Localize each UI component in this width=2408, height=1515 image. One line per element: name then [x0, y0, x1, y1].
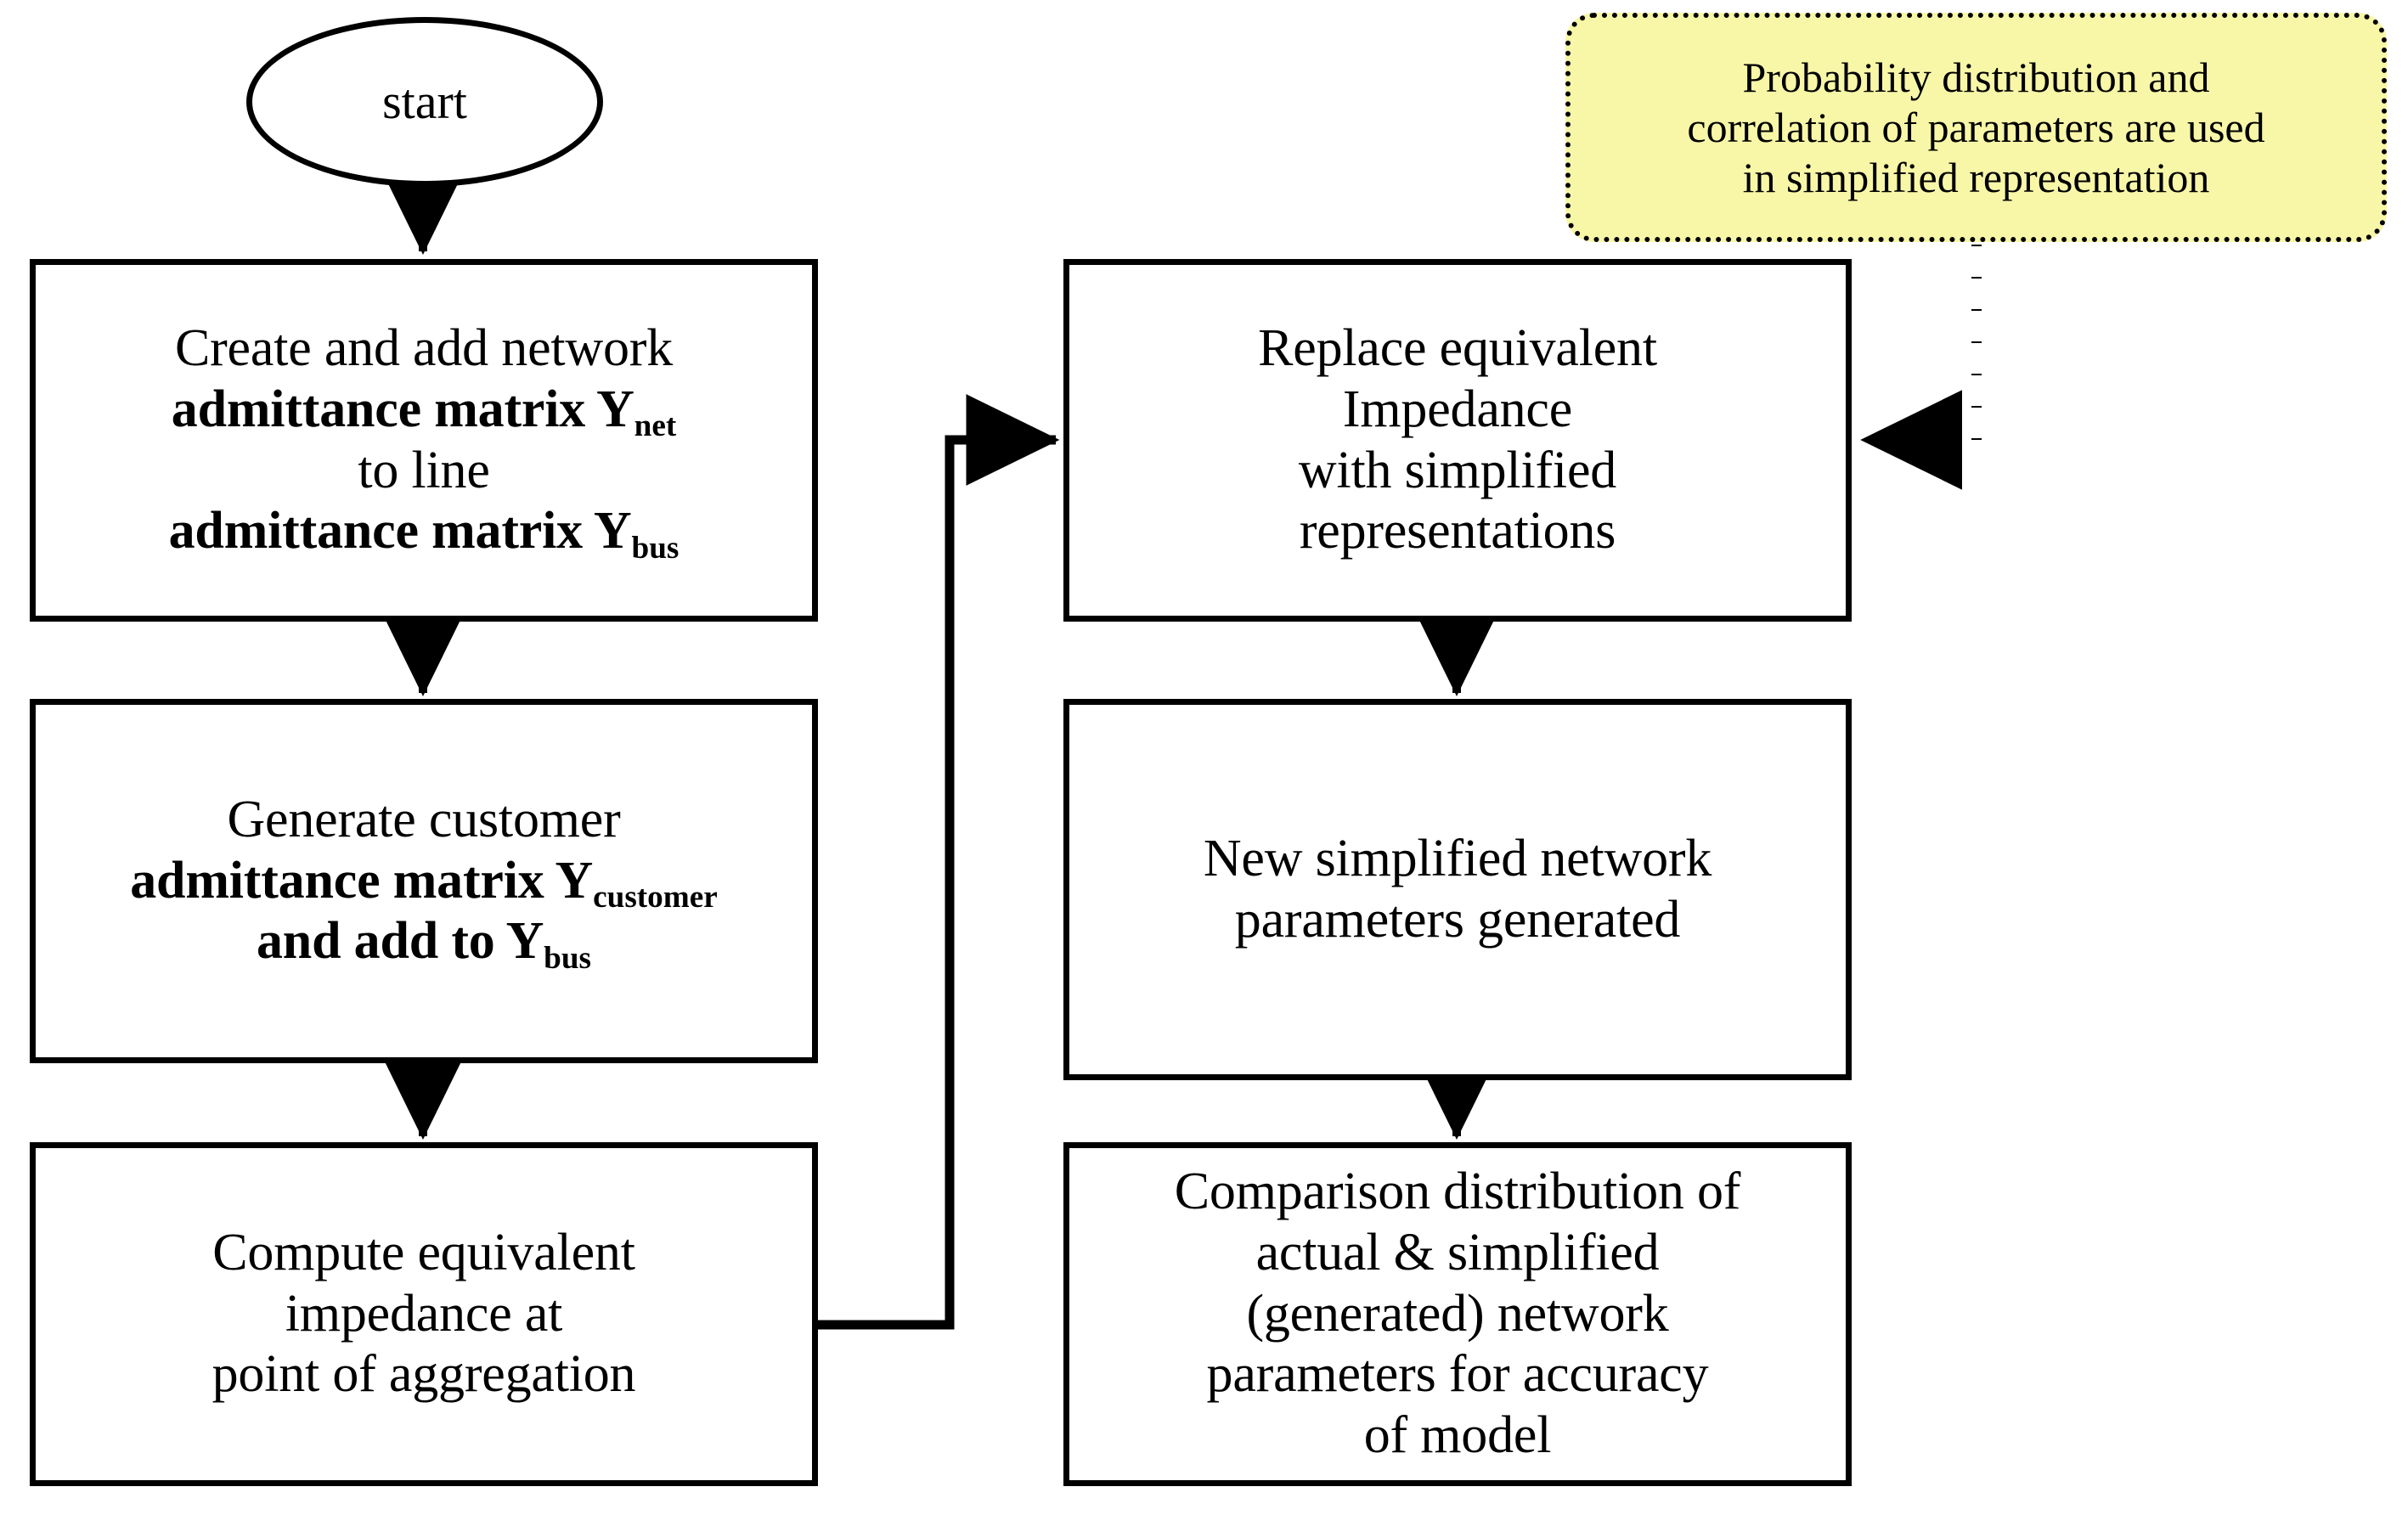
node-generate-customer-admittance[interactable]: Generate customer admittance matrix Ycus… — [30, 699, 818, 1063]
edge-compute-to-replace — [818, 394, 1060, 1330]
text-line: Probability distribution and — [1742, 53, 2210, 101]
text-line: admittance matrix Ycustomer — [51, 851, 797, 915]
text-line: Generate customer — [227, 790, 621, 848]
text-run: admittance matrix Y — [171, 380, 634, 438]
node-compute-equivalent-impedance[interactable]: Compute equivalent impedance at point of… — [30, 1142, 818, 1486]
node-comparison-distribution[interactable]: Comparison distribution of actual & simp… — [1063, 1142, 1852, 1486]
text-line: New simplified network — [1203, 829, 1712, 887]
text-line: actual & simplified — [1255, 1223, 1660, 1281]
text-line: to line — [358, 441, 490, 499]
node-start[interactable]: start — [246, 17, 603, 187]
text-line: Replace equivalent — [1258, 318, 1657, 377]
node-replace-equivalent-impedance[interactable]: Replace equivalent Impedance with simpli… — [1063, 259, 1852, 622]
node-generate-customer-admittance-label: Generate customer admittance matrix Ycus… — [36, 790, 812, 976]
node-create-add-network-admittance[interactable]: Create and add network admittance matrix… — [30, 259, 818, 622]
text-run: admittance matrix Y — [168, 502, 632, 560]
text-line: representations — [1299, 502, 1616, 560]
text-line: Impedance — [1342, 380, 1573, 438]
text-line: admittance matrix Ybus — [51, 501, 797, 565]
text-line: parameters generated — [1234, 890, 1681, 949]
subscript: customer — [593, 879, 718, 915]
subscript: bus — [544, 940, 591, 976]
node-compute-equivalent-impedance-label: Compute equivalent impedance at point of… — [36, 1223, 812, 1406]
node-start-label: start — [382, 74, 467, 130]
text-line: in simplified representation — [1742, 153, 2210, 201]
text-line: Comparison distribution of — [1174, 1162, 1741, 1220]
text-line: and add to Ybus — [51, 911, 797, 975]
text-line: correlation of parameters are used — [1687, 103, 2265, 151]
node-comparison-distribution-label: Comparison distribution of actual & simp… — [1069, 1162, 1846, 1467]
text-line: parameters for accuracy — [1206, 1345, 1709, 1404]
node-create-add-network-admittance-label: Create and add network admittance matrix… — [36, 318, 812, 566]
subscript: net — [634, 408, 677, 443]
text-run: and add to Y — [257, 912, 544, 971]
text-line: admittance matrix Ynet — [51, 380, 797, 443]
note-probability-distribution[interactable]: Probability distribution and correlation… — [1565, 13, 2387, 242]
text-line: of model — [1363, 1406, 1552, 1465]
node-new-simplified-network-parameters-label: New simplified network parameters genera… — [1069, 829, 1846, 951]
text-line: Create and add network — [174, 318, 674, 377]
text-line: (generated) network — [1246, 1284, 1669, 1343]
note-probability-distribution-label: Probability distribution and correlation… — [1579, 53, 2373, 203]
text-line: with simplified — [1298, 441, 1617, 499]
subscript: bus — [631, 530, 680, 566]
text-line: impedance at — [285, 1284, 563, 1343]
node-new-simplified-network-parameters[interactable]: New simplified network parameters genera… — [1063, 699, 1852, 1080]
text-run: admittance matrix Y — [130, 851, 594, 910]
text-line: point of aggregation — [211, 1345, 636, 1404]
edge-note-to-replace — [1860, 245, 1982, 490]
text-line: Compute equivalent — [212, 1223, 635, 1281]
node-replace-equivalent-impedance-label: Replace equivalent Impedance with simpli… — [1069, 318, 1846, 563]
